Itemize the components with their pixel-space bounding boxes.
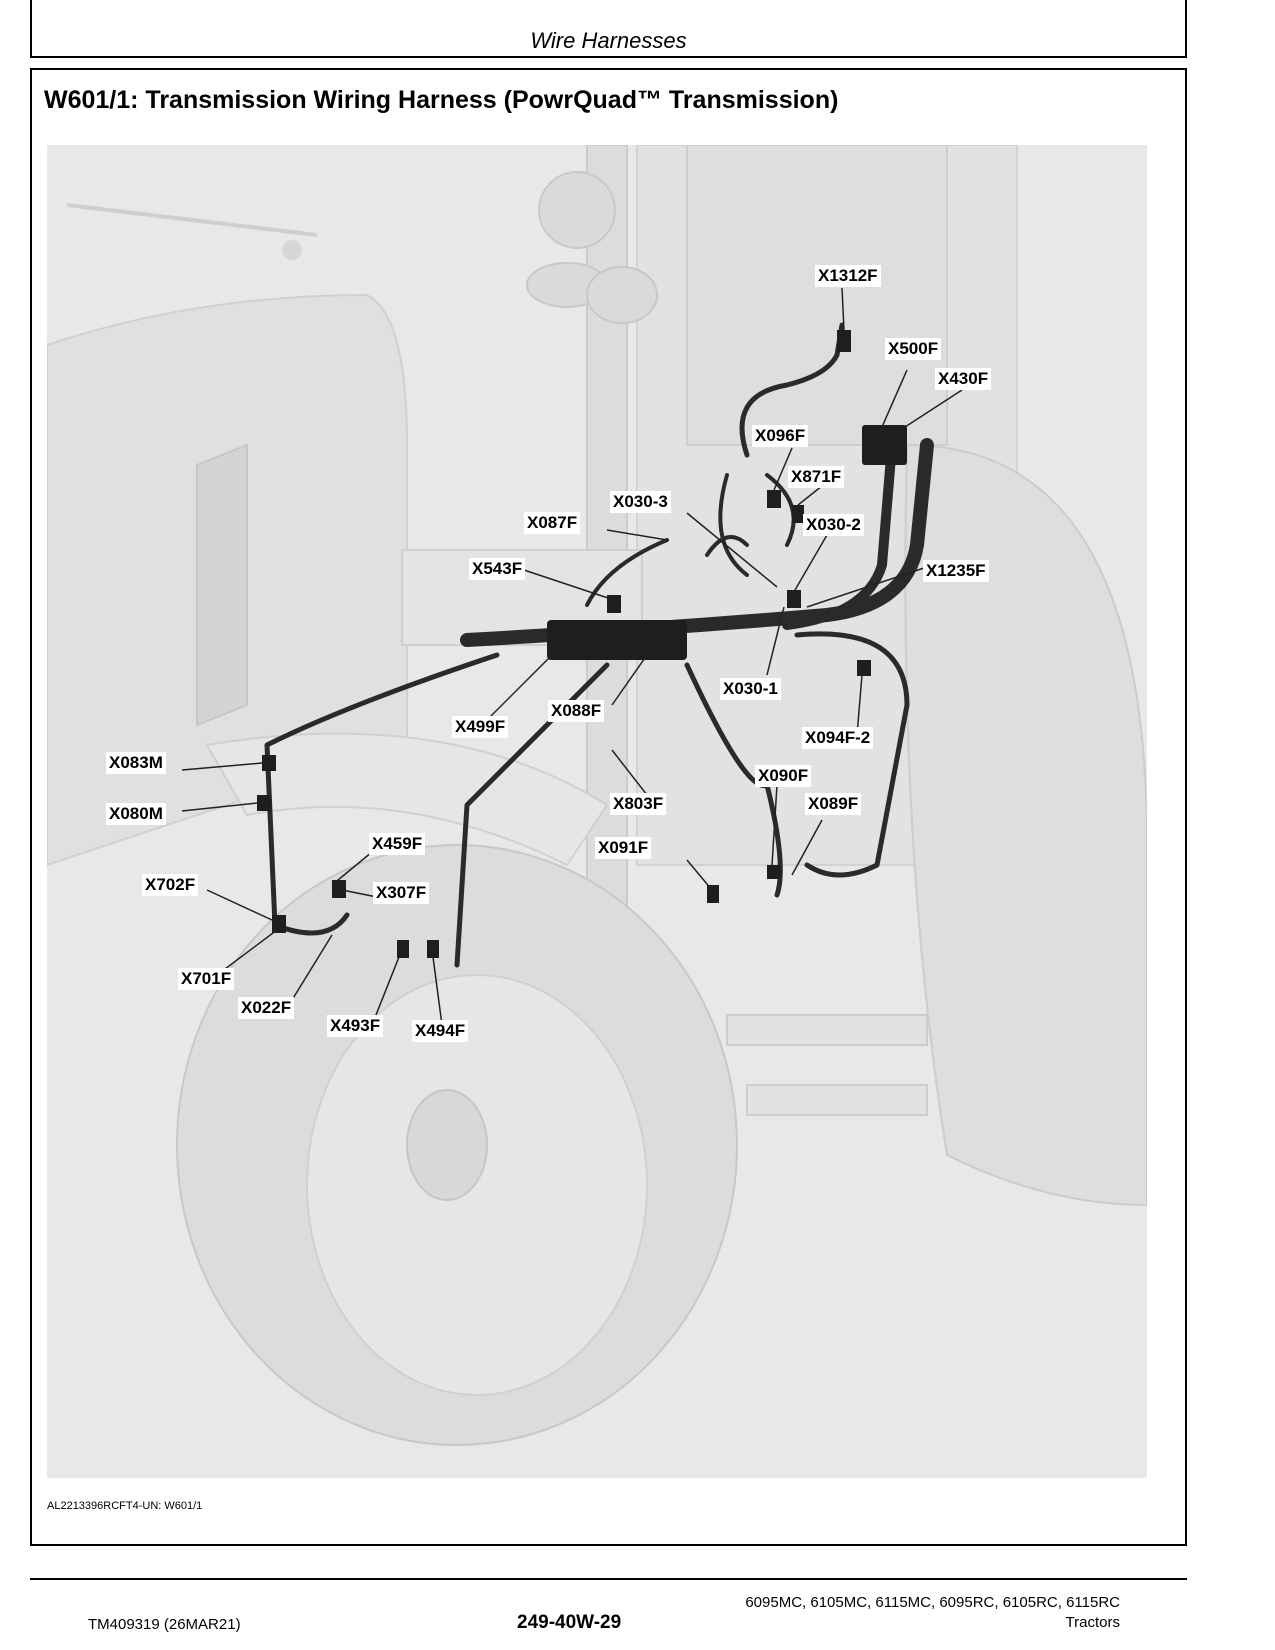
callout-x030-1: X030-1 bbox=[720, 678, 781, 700]
callout-x803f: X803F bbox=[610, 793, 667, 815]
callout-x500f: X500F bbox=[885, 338, 942, 360]
callout-x543f: X543F bbox=[469, 558, 526, 580]
figure-id: AL2213396RCFT4-UN: W601/1 bbox=[47, 1500, 203, 1512]
callout-x030-2: X030-2 bbox=[803, 514, 864, 536]
callout-x091f: X091F bbox=[595, 837, 652, 859]
callout-x022f: X022F bbox=[238, 997, 295, 1019]
callout-x094f-2: X094F-2 bbox=[802, 727, 874, 749]
callout-x701f: X701F bbox=[178, 968, 235, 990]
callout-x1235f: X1235F bbox=[923, 560, 989, 582]
callout-x702f: X702F bbox=[142, 874, 199, 896]
header-box bbox=[30, 0, 1187, 58]
callout-x430f: X430F bbox=[935, 368, 992, 390]
callout-x307f: X307F bbox=[373, 882, 430, 904]
footer-doc-number: TM409319 (26MAR21) bbox=[88, 1616, 241, 1633]
callout-x493f: X493F bbox=[327, 1015, 384, 1037]
callout-x090f: X090F bbox=[755, 765, 812, 787]
callout-x083m: X083M bbox=[106, 752, 166, 774]
callout-x087f: X087F bbox=[524, 512, 581, 534]
callout-x089f: X089F bbox=[805, 793, 862, 815]
harness-illustration bbox=[47, 145, 1147, 1478]
callout-x871f: X871F bbox=[788, 466, 845, 488]
callout-x088f: X088F bbox=[548, 700, 605, 722]
section-label: Wire Harnesses bbox=[530, 28, 687, 53]
callout-x080m: X080M bbox=[106, 803, 166, 825]
callout-x1312f: X1312F bbox=[815, 265, 881, 287]
footer-page-number: 249-40W-29 bbox=[517, 1612, 622, 1633]
callout-x494f: X494F bbox=[412, 1020, 469, 1042]
figure-frame bbox=[30, 68, 1187, 1546]
footer-model-list: 6095MC, 6105MC, 6115MC, 6095RC, 6105RC, … bbox=[745, 1594, 1120, 1611]
callout-x096f: X096F bbox=[752, 425, 809, 447]
callout-x499f: X499F bbox=[452, 716, 509, 738]
callout-x030-3: X030-3 bbox=[610, 491, 671, 513]
footer-rule bbox=[30, 1578, 1187, 1580]
page-title: W601/1: Transmission Wiring Harness (Pow… bbox=[44, 86, 839, 114]
footer-product: Tractors bbox=[1065, 1614, 1120, 1631]
footer-models: 6095MC, 6105MC, 6115MC, 6095RC, 6105RC, … bbox=[700, 1593, 1120, 1633]
callout-x459f: X459F bbox=[369, 833, 426, 855]
